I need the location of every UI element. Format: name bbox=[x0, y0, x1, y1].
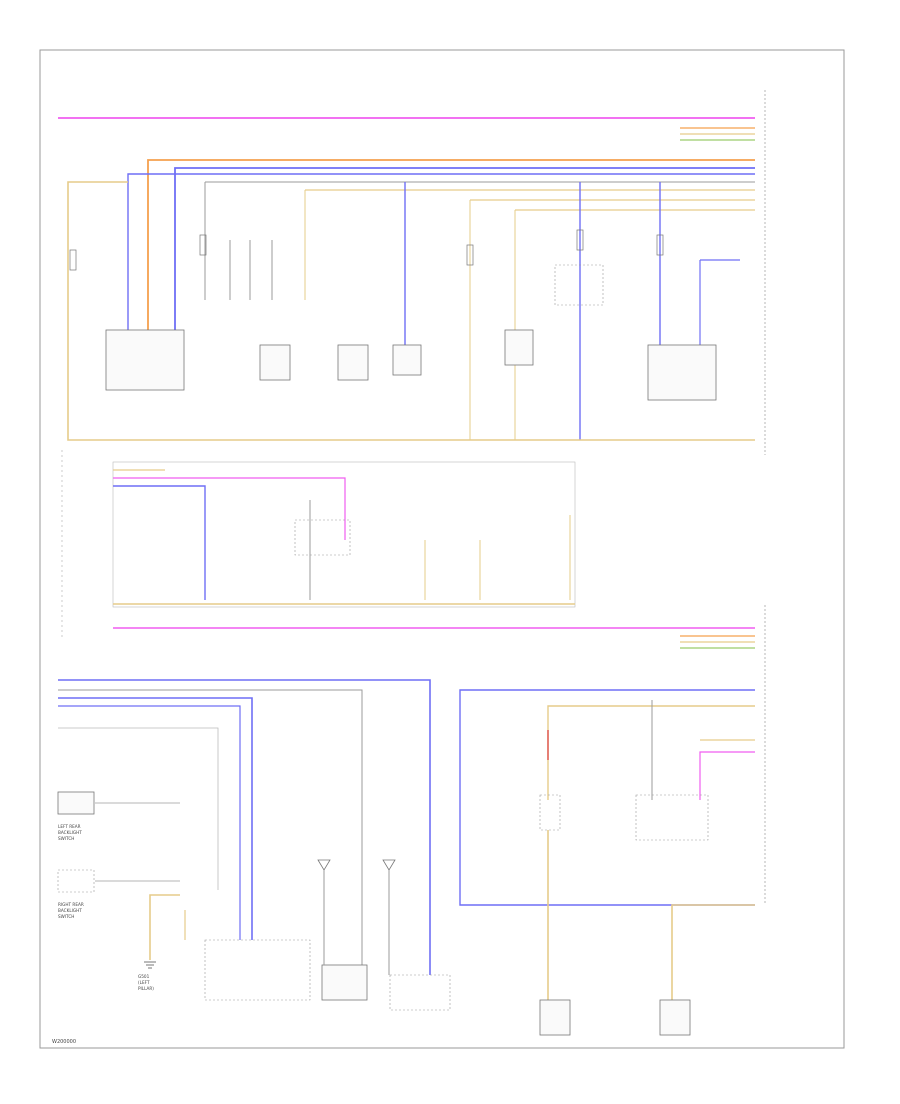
ground-label-3: PILLAR) bbox=[138, 986, 154, 991]
ground-label-1: G501 bbox=[138, 974, 150, 979]
lower-right-lamp-1 bbox=[539, 999, 571, 1036]
fuse-3 bbox=[466, 244, 474, 266]
fuse-2 bbox=[199, 234, 207, 256]
component-box-3 bbox=[337, 344, 369, 381]
component-box-2 bbox=[259, 344, 291, 381]
lower-wire-tan-gnd bbox=[149, 894, 180, 960]
mid-wire-blue bbox=[113, 485, 206, 600]
lower-right-wire-pink bbox=[699, 751, 755, 800]
lower-wire-gray bbox=[58, 689, 363, 980]
lower-right-component-2 bbox=[635, 794, 709, 841]
lower-wire-blue-2 bbox=[58, 697, 253, 940]
mid-wire-pink bbox=[113, 477, 346, 540]
fuse-5 bbox=[656, 234, 664, 256]
middle-panel bbox=[112, 461, 576, 608]
left-rear-label-2: BACKLIGHT bbox=[58, 830, 82, 835]
lower-wire-blue-3 bbox=[58, 705, 241, 940]
component-box-6 bbox=[647, 344, 717, 401]
diagram-frame bbox=[39, 49, 845, 1049]
lower-wire-thin bbox=[58, 727, 219, 890]
component-box-1 bbox=[105, 329, 185, 391]
wire-orange bbox=[147, 159, 755, 330]
left-rear-label-3: SWITCH bbox=[58, 836, 74, 841]
component-box-5 bbox=[504, 329, 534, 366]
right-rear-label-2: BACKLIGHT bbox=[58, 908, 82, 913]
ground-label-2: (LEFT bbox=[138, 980, 150, 985]
left-rear-switch-box bbox=[57, 791, 95, 815]
lower-right-wire-blue bbox=[459, 689, 755, 906]
footer-code: W200000 bbox=[52, 1039, 77, 1045]
wire-tan-loop bbox=[67, 181, 755, 441]
lower-wire-blue-1 bbox=[58, 679, 431, 975]
component-dashed-1 bbox=[554, 264, 604, 306]
lower-right-lamp-2 bbox=[659, 999, 691, 1036]
wire-blue-1 bbox=[174, 167, 755, 345]
right-rear-label-1: RIGHT REAR bbox=[58, 902, 84, 907]
lower-right-drop-tan-2 bbox=[671, 904, 755, 1000]
ground-symbol-1 bbox=[144, 961, 156, 969]
lamp-symbol-2 bbox=[382, 859, 396, 871]
component-box-4 bbox=[392, 344, 422, 376]
mid-dashed-box bbox=[294, 519, 351, 556]
lamp-symbol-1 bbox=[317, 859, 331, 871]
lower-component-2 bbox=[389, 974, 451, 1011]
right-rear-label-3: SWITCH bbox=[58, 914, 74, 919]
left-rear-label-1: LEFT REAR bbox=[58, 824, 81, 829]
fuse-4 bbox=[576, 229, 584, 251]
right-rear-switch-box bbox=[57, 869, 95, 893]
fuse-1 bbox=[69, 249, 77, 271]
lower-component-1 bbox=[321, 964, 368, 1001]
wire-blue-2 bbox=[127, 173, 755, 330]
lower-right-component-1 bbox=[539, 794, 561, 831]
lower-right-wire-tan bbox=[547, 705, 755, 800]
lower-multi-switch bbox=[204, 939, 311, 1001]
